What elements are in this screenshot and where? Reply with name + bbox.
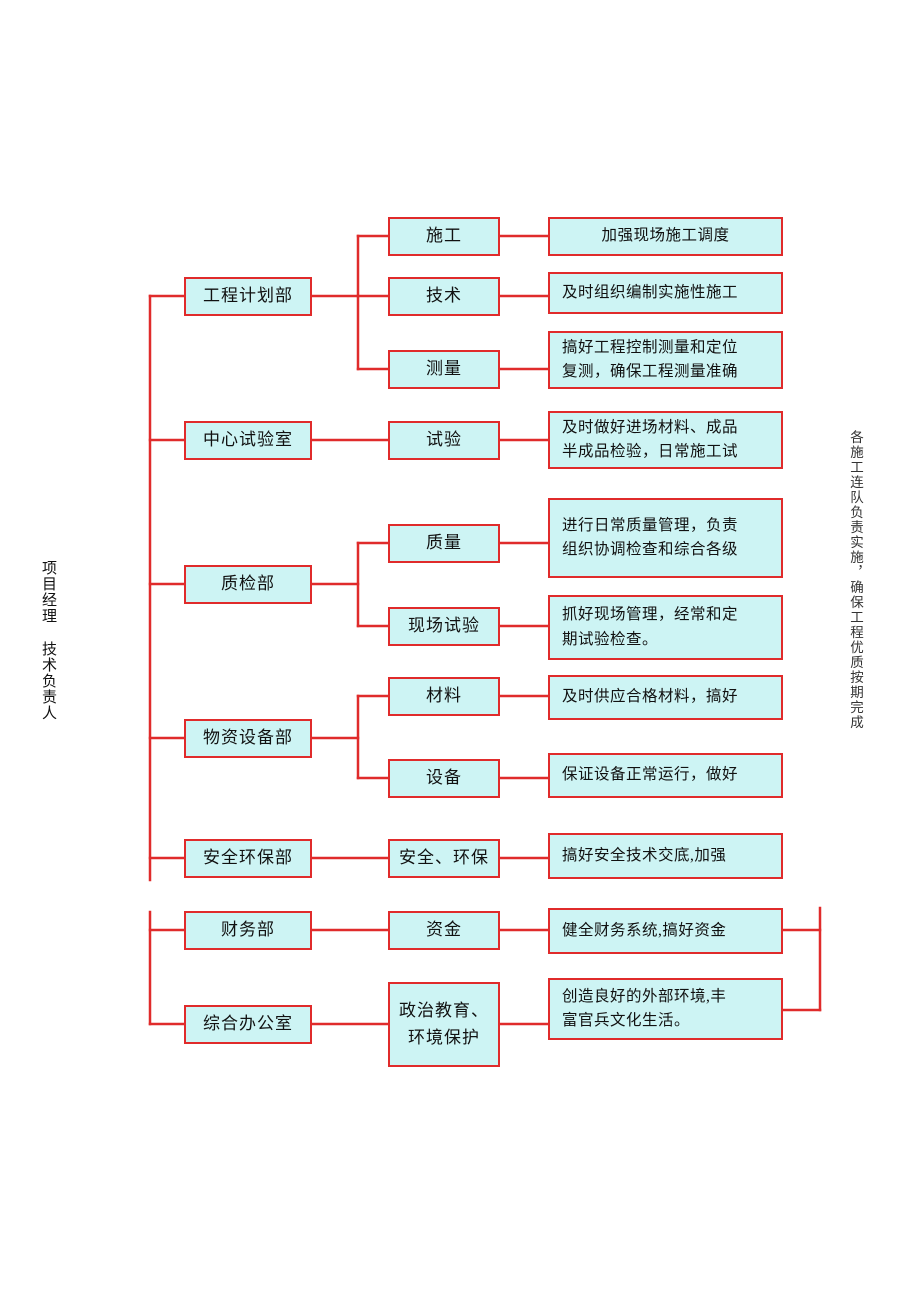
duty-box-safety: 搞好安全技术交底,加强: [548, 833, 783, 879]
unit-box-technology[interactable]: 技术: [388, 277, 500, 316]
duty-box-quality: 进行日常质量管理，负责 组织协调检查和综合各级: [548, 498, 783, 578]
duty-text-line2: 期试验检查。: [562, 630, 659, 648]
duty-text-line1: 加强现场施工调度: [601, 227, 730, 245]
duty-text-line1: 搞好安全技术交底,加强: [562, 846, 727, 864]
left-role-caption: 项目经理 技术负责人: [40, 560, 56, 721]
duty-text-line2: 半成品检验，日常施工试: [562, 443, 739, 460]
unit-box-survey[interactable]: 测量: [388, 350, 500, 389]
duty-text-line1: 保证设备正常运行，做好: [562, 766, 739, 784]
duty-box-construction: 加强现场施工调度: [548, 217, 783, 256]
duty-text-line1: 进行日常质量管理，负责: [562, 516, 739, 534]
duty-box-political-education: 创造良好的外部环境,丰 富官兵文化生活。: [548, 978, 783, 1040]
duty-text-line1: 及时组织编制实施性施工: [562, 283, 739, 301]
dept-box-engineering-planning[interactable]: 工程计划部: [184, 277, 312, 316]
unit-box-funds[interactable]: 资金: [388, 911, 500, 950]
dept-box-materials-equipment[interactable]: 物资设备部: [184, 719, 312, 758]
right-note-caption: 各施工连队负责实施，确保工程优质按期完成: [848, 430, 863, 730]
unit-box-construction[interactable]: 施工: [388, 217, 500, 256]
unit-label-line1: 政治教育、: [399, 1001, 489, 1021]
duty-box-funds: 健全财务系统,搞好资金: [548, 908, 783, 954]
unit-box-quality[interactable]: 质量: [388, 524, 500, 563]
dept-box-quality-inspection[interactable]: 质检部: [184, 565, 312, 604]
duty-text-line1: 及时做好进场材料、成品: [562, 418, 739, 436]
duty-text-line1: 搞好工程控制测量和定位: [562, 338, 739, 356]
duty-box-technology: 及时组织编制实施性施工: [548, 272, 783, 314]
dept-box-safety-environment[interactable]: 安全环保部: [184, 839, 312, 878]
duty-box-site-testing: 抓好现场管理，经常和定 期试验检查。: [548, 595, 783, 660]
unit-box-material[interactable]: 材料: [388, 677, 500, 716]
duty-text-line1: 抓好现场管理，经常和定: [562, 606, 739, 624]
duty-text-line2: 富官兵文化生活。: [562, 1012, 691, 1029]
duty-text-line1: 创造良好的外部环境,丰: [562, 987, 727, 1005]
duty-text-line1: 及时供应合格材料，搞好: [562, 688, 739, 706]
dept-box-central-lab[interactable]: 中心试验室: [184, 421, 312, 460]
duty-text-line2: 组织协调检查和综合各级: [562, 541, 739, 558]
unit-label-line2: 环境保护: [408, 1027, 480, 1047]
unit-box-testing[interactable]: 试验: [388, 421, 500, 460]
dept-box-finance[interactable]: 财务部: [184, 911, 312, 950]
duty-box-material: 及时供应合格材料，搞好: [548, 675, 783, 720]
duty-box-testing: 及时做好进场材料、成品 半成品检验，日常施工试: [548, 411, 783, 469]
unit-box-site-testing[interactable]: 现场试验: [388, 607, 500, 646]
duty-text-line1: 健全财务系统,搞好资金: [562, 921, 727, 939]
unit-box-equipment[interactable]: 设备: [388, 759, 500, 798]
duty-box-survey: 搞好工程控制测量和定位 复测，确保工程测量准确: [548, 331, 783, 389]
dept-box-general-office[interactable]: 综合办公室: [184, 1005, 312, 1044]
unit-box-political-education[interactable]: 政治教育、 环境保护: [388, 982, 500, 1067]
duty-text-line2: 复测，确保工程测量准确: [562, 363, 739, 380]
unit-box-safety-envprotection[interactable]: 安全、环保: [388, 839, 500, 878]
duty-box-equipment: 保证设备正常运行，做好: [548, 753, 783, 798]
